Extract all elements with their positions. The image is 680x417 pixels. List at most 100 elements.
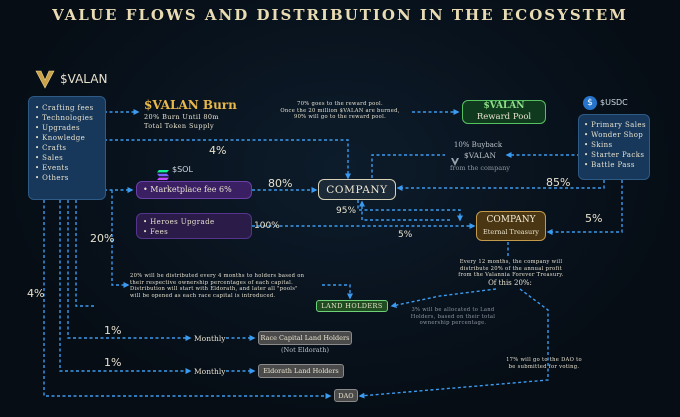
race-capital-label: Race Capital Land Holders: [260, 334, 350, 342]
pct-valan-to-company: 4%: [209, 144, 227, 157]
valan-logo: [34, 68, 56, 90]
dao-note-line1: 17% will go to the DAO to: [506, 357, 582, 363]
solana-icon: [157, 170, 169, 180]
flow-company-to-treasury: [357, 200, 463, 222]
burn-note-line1: 70% goes to the reward pool.: [297, 101, 383, 107]
flow-company-to-buyback: [371, 154, 445, 178]
marketplace-fee-box: • Marketplace fee 6%: [136, 181, 252, 199]
list-item: Battle Pass: [584, 160, 644, 170]
flow-valan-to-company-top: [104, 139, 351, 180]
land-note-line2: Holders, based on their total: [410, 313, 496, 320]
list-item: Wonder Shop: [584, 130, 644, 140]
list-item: Knowledge: [35, 133, 99, 143]
list-item: Fees: [143, 227, 245, 237]
usdc-icon: $: [583, 96, 597, 110]
page-title: VALUE FLOWS AND DISTRIBUTION IN THE ECOS…: [52, 6, 628, 24]
dao-box: DAO: [334, 389, 358, 402]
sol-token-label: $SOL: [172, 165, 193, 174]
race-capital-box: Race Capital Land Holders: [258, 331, 352, 345]
pct-usdc-to-company: 85%: [546, 176, 571, 189]
land-note: 3% will be allocated to Land Holders, ba…: [398, 307, 508, 327]
heroes-list: Heroes UpgradeFees: [143, 217, 245, 237]
of-this-label: Of this 20%:: [488, 279, 532, 287]
land-holders-label: LAND HOLDERS: [321, 302, 383, 310]
distribution-note: 20% will be distributed every 4 months t…: [130, 273, 320, 299]
usdc-items-panel: Primary SalesWonder ShopSkinsStarter Pac…: [578, 114, 650, 180]
list-item: Starter Packs: [584, 150, 644, 160]
distribution-note-line3: Distribution will start with Eldorath, a…: [130, 286, 298, 293]
burn-line1: 20% Burn Until 80m: [144, 113, 219, 121]
race-capital-sub: (Not Eldorath): [280, 346, 330, 354]
treasury-note-line2: distribute 20% of the annual profit: [460, 265, 562, 272]
distribution-note-line1: 20% will be distributed every 4 months t…: [130, 273, 305, 279]
flow-left-4pct: [75, 200, 96, 307]
company-label: COMPANY: [326, 184, 388, 196]
land-note-line3: ownership percentage.: [419, 320, 487, 327]
list-item: Skins: [584, 140, 644, 150]
reward-pool-line2: Reward Pool: [476, 112, 532, 122]
pct-heroes-to-treasury: 100%: [254, 221, 280, 231]
buyback-line1: 10% Buyback: [453, 141, 503, 149]
list-item: Heroes Upgrade: [143, 217, 245, 227]
flow-usdc-to-company: [396, 180, 605, 191]
list-item: Crafting fees: [35, 103, 99, 113]
list-item: Crafts: [35, 143, 99, 153]
valan-token-label: $VALAN: [60, 72, 108, 86]
dao-label: DAO: [338, 392, 354, 400]
marketplace-fee-text: Marketplace fee 6%: [150, 185, 232, 194]
heroes-box: Heroes UpgradeFees: [136, 213, 252, 239]
flow-of20-to-dao: [358, 288, 549, 399]
race-monthly-label: Monthly: [194, 334, 226, 343]
pct-usdc-to-treasury: 5%: [585, 212, 603, 225]
list-item: Others: [35, 173, 99, 183]
treasury-title: COMPANY: [486, 215, 536, 225]
valan-v-icon: [35, 70, 55, 89]
distribution-note-line4: will be opened as each race capital is i…: [130, 292, 276, 299]
list-item: Upgrades: [35, 123, 99, 133]
pct-company-to-treasury: 95%: [336, 206, 357, 216]
treasury-subtitle: Eternal Treasury: [483, 228, 539, 236]
pct-valan-left-20: 20%: [90, 232, 115, 245]
dao-note-line2: be submitted for voting.: [508, 363, 580, 370]
burn-note-line3: 90% will go to the reward pool.: [293, 114, 387, 121]
flow-usdc-to-treasury: [546, 180, 623, 235]
burn-note: 70% goes to the reward pool. Once the 20…: [270, 101, 410, 121]
eldorath-monthly-label: Monthly: [194, 367, 226, 376]
flow-left-race: [67, 200, 192, 341]
sol-icon: [157, 165, 169, 180]
eldorath-label: Eldorath Land Holders: [263, 367, 339, 375]
marketplace-fee-label: • Marketplace fee 6%: [143, 185, 232, 194]
reward-pool-line1: $VALAN: [483, 101, 525, 111]
land-holders-box: LAND HOLDERS: [316, 300, 388, 312]
burn-note-line2: Once the 20 million $VALAN are burned,: [280, 107, 400, 114]
list-item: Technologies: [35, 113, 99, 123]
valan-fee-sources-list: Crafting feesTechnologiesUpgradesKnowled…: [35, 103, 99, 183]
usdc-token-label: $USDC: [600, 98, 628, 107]
burn-title: $VALAN Burn: [144, 98, 237, 112]
valan-fee-sources-panel: Crafting feesTechnologiesUpgradesKnowled…: [28, 96, 106, 200]
burn-line2: Total Token Supply: [144, 122, 215, 130]
treasury-note: Every 12 months, the company will distri…: [436, 259, 586, 279]
pct-treasury-5-bottom: 5%: [398, 230, 413, 240]
pct-valan-left-4: 4%: [27, 287, 45, 300]
list-item: Events: [35, 163, 99, 173]
list-item: Sales: [35, 153, 99, 163]
valan-small-icon: [451, 158, 459, 166]
flow-left-dao: [43, 200, 332, 399]
buyback-line2: $VALAN: [463, 151, 497, 160]
buyback-line3: from the company: [450, 164, 510, 172]
pct-marketplace-to-company: 80%: [268, 177, 293, 190]
pct-eldorath-1: 1%: [104, 356, 122, 369]
flow-valan-20pct: [111, 190, 130, 288]
flow-of20-to-land: [390, 288, 497, 309]
land-note-line1: 3% will be allocated to Land: [411, 307, 495, 313]
dao-note: 17% will go to the DAO to be submitted f…: [494, 357, 594, 370]
usdc-items-list: Primary SalesWonder ShopSkinsStarter Pac…: [584, 120, 645, 170]
list-item: Primary Sales: [584, 120, 645, 130]
buyback-icon: [451, 151, 459, 166]
treasury-note-line1: Every 12 months, the company will: [459, 259, 563, 265]
pct-race-1: 1%: [104, 324, 122, 337]
company-box: COMPANY: [318, 179, 396, 200]
